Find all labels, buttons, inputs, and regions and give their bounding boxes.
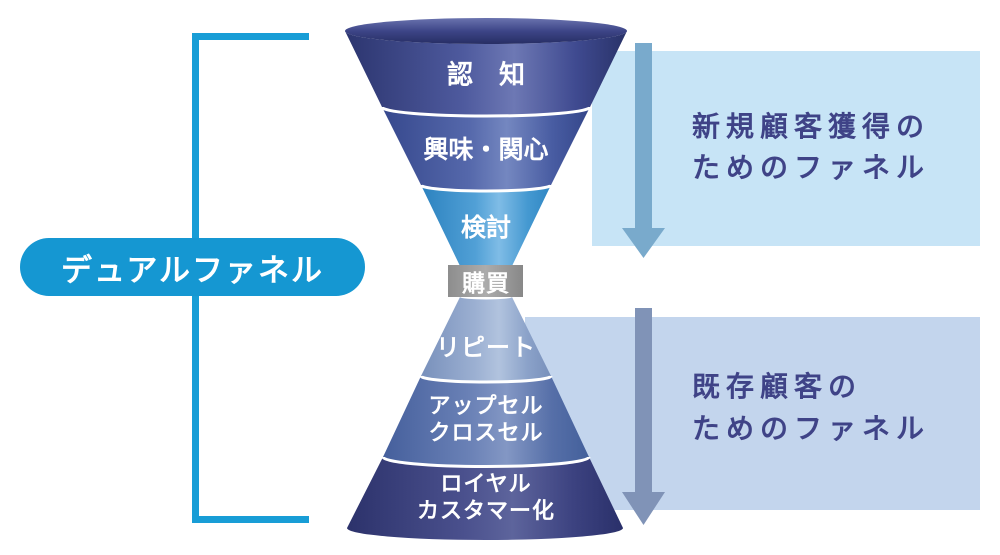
stage-label-repeat: リピート (436, 334, 536, 362)
existing-customer-funnel-line2: ためのファネル (692, 413, 931, 444)
stage-label-interest: 興味・関心 (423, 136, 549, 164)
existing-customer-arrow (622, 308, 665, 525)
funnel-stage-consideration-shape (421, 185, 551, 269)
existing-customer-funnel-line1: 既存顧客の (692, 371, 863, 402)
upper-funnel-divider-2 (419, 184, 553, 193)
funnel-stage-loyal-shape (347, 457, 623, 540)
new-customer-funnel-line2: ためのファネル (692, 152, 931, 183)
lower-funnel-divider-2 (381, 456, 591, 468)
stage-label-awareness: 認 知 (446, 59, 526, 90)
stage-label-loyal-line2: カスタマー化 (416, 498, 556, 523)
dual-funnel-pill-label: デュアルファネル (60, 252, 325, 288)
new-customer-arrow (622, 43, 665, 258)
lower-funnel-divider-1 (419, 375, 553, 384)
stage-label-consideration: 検討 (460, 214, 512, 242)
new-customer-funnel-text: 新規顧客獲得の ためのファネル (692, 106, 930, 188)
funnel-stage-awareness-shape (345, 31, 627, 116)
new-customer-funnel-panel (592, 51, 980, 246)
existing-customer-funnel-text: 既存顧客の ためのファネル (692, 366, 930, 450)
stage-label-loyal-line1: ロイヤル (440, 471, 532, 496)
funnel-top-opening (345, 18, 627, 44)
upper-funnel-divider-1 (380, 106, 592, 118)
stage-label-upsell-line2: クロスセル (428, 420, 544, 445)
dual-funnel-pill: デュアルファネル (20, 238, 365, 296)
new-customer-funnel-line1: 新規顧客獲得の (692, 111, 931, 142)
stage-label-upsell-line1: アップセル (428, 393, 544, 418)
stage-label-purchase: 購買 (462, 270, 510, 296)
funnel-stage-interest-shape (382, 107, 590, 191)
purchase-stage-box (448, 265, 523, 297)
existing-customer-funnel-panel (525, 317, 980, 510)
stage-label-upsell-crosssell: アップセル クロスセル (428, 392, 543, 446)
stage-label-loyal-customer: ロイヤル カスタマー化 (417, 470, 555, 524)
funnel-stage-repeat-shape (421, 297, 551, 382)
funnel-stage-upsell-shape (383, 376, 589, 467)
